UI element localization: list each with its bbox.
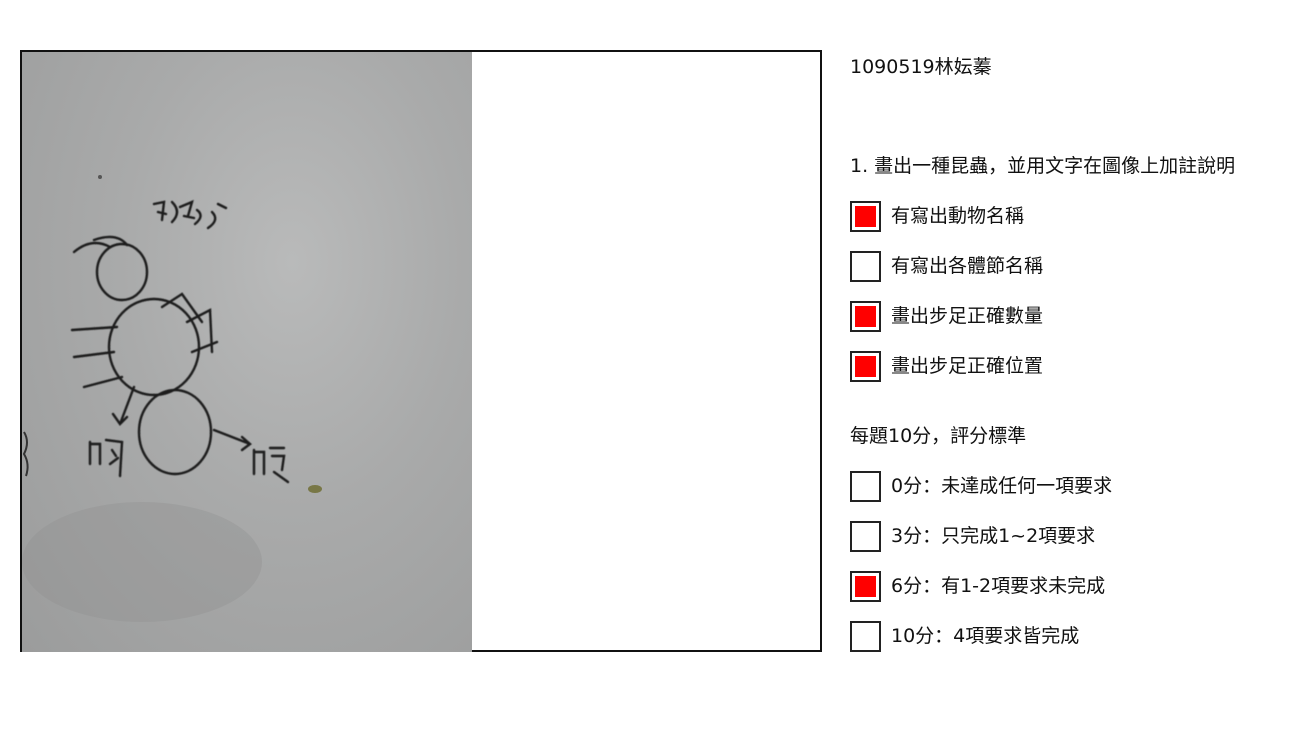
insect-drawing — [22, 175, 322, 622]
score-checkbox[interactable] — [850, 620, 881, 652]
score-checkbox[interactable] — [850, 520, 881, 552]
score-option-10[interactable]: 10分：4項要求皆完成 — [850, 620, 1079, 652]
score-option-label: 10分：4項要求皆完成 — [891, 625, 1080, 647]
ink-mark — [22, 431, 29, 477]
insect-leg — [82, 375, 124, 389]
insect-antenna-right — [92, 235, 129, 247]
insect-leg — [185, 308, 214, 354]
criterion-label: 畫出步足正確數量 — [891, 305, 1044, 327]
criterion-segment-names[interactable]: 有寫出各體節名稱 — [850, 250, 1043, 282]
insect-antenna-left — [72, 241, 112, 254]
arrow-to-thorax — [111, 385, 136, 426]
grading-rubric: 1090519林妘蓁 1. 畫出一種昆蟲，並用文字在圖像上加註說明 有寫出動物名… — [850, 0, 1290, 750]
score-option-label: 3分：只完成1~2項要求 — [891, 525, 1096, 547]
insect-leg — [70, 325, 119, 332]
score-checkbox[interactable] — [850, 470, 881, 502]
criterion-checkbox[interactable] — [850, 250, 881, 282]
criterion-checkbox[interactable] — [850, 200, 881, 232]
stain-spot — [308, 485, 322, 493]
question-text: 1. 畫出一種昆蟲，並用文字在圖像上加註說明 — [850, 155, 1236, 177]
student-name: 1090519林妘蓁 — [850, 56, 992, 78]
criterion-leg-position[interactable]: 畫出步足正確位置 — [850, 350, 1043, 382]
label-ant-scribble — [152, 199, 228, 230]
score-checkbox[interactable] — [850, 570, 881, 602]
ink-dot — [98, 175, 102, 179]
criterion-leg-count[interactable]: 畫出步足正確數量 — [850, 300, 1043, 332]
criterion-label: 有寫出各體節名稱 — [891, 255, 1044, 277]
photo-frame — [20, 50, 822, 652]
insect-leg — [190, 340, 219, 354]
arrow-to-abdomen — [212, 428, 252, 452]
score-option-6[interactable]: 6分：有1-2項要求未完成 — [850, 570, 1105, 602]
criterion-checkbox[interactable] — [850, 350, 881, 382]
criterion-label: 有寫出動物名稱 — [891, 205, 1025, 227]
insect-leg — [72, 350, 116, 359]
label-thorax-scribble — [88, 438, 124, 478]
score-option-label: 6分：有1-2項要求未完成 — [891, 575, 1106, 597]
score-option-0[interactable]: 0分：未達成任何一項要求 — [850, 470, 1112, 502]
score-option-label: 0分：未達成任何一項要求 — [891, 475, 1113, 497]
insect-abdomen — [137, 388, 213, 476]
student-drawing-photo — [22, 52, 472, 652]
label-abdomen-scribble — [252, 446, 290, 484]
criterion-label: 畫出步足正確位置 — [891, 355, 1044, 377]
scoring-title: 每題10分，評分標準 — [850, 425, 1027, 447]
insect-head — [95, 242, 149, 302]
insect-leg — [160, 292, 204, 324]
criterion-animal-name[interactable]: 有寫出動物名稱 — [850, 200, 1024, 232]
shadow-smudge — [22, 502, 262, 622]
criterion-checkbox[interactable] — [850, 300, 881, 332]
score-option-3[interactable]: 3分：只完成1~2項要求 — [850, 520, 1095, 552]
insect-thorax — [107, 297, 201, 397]
